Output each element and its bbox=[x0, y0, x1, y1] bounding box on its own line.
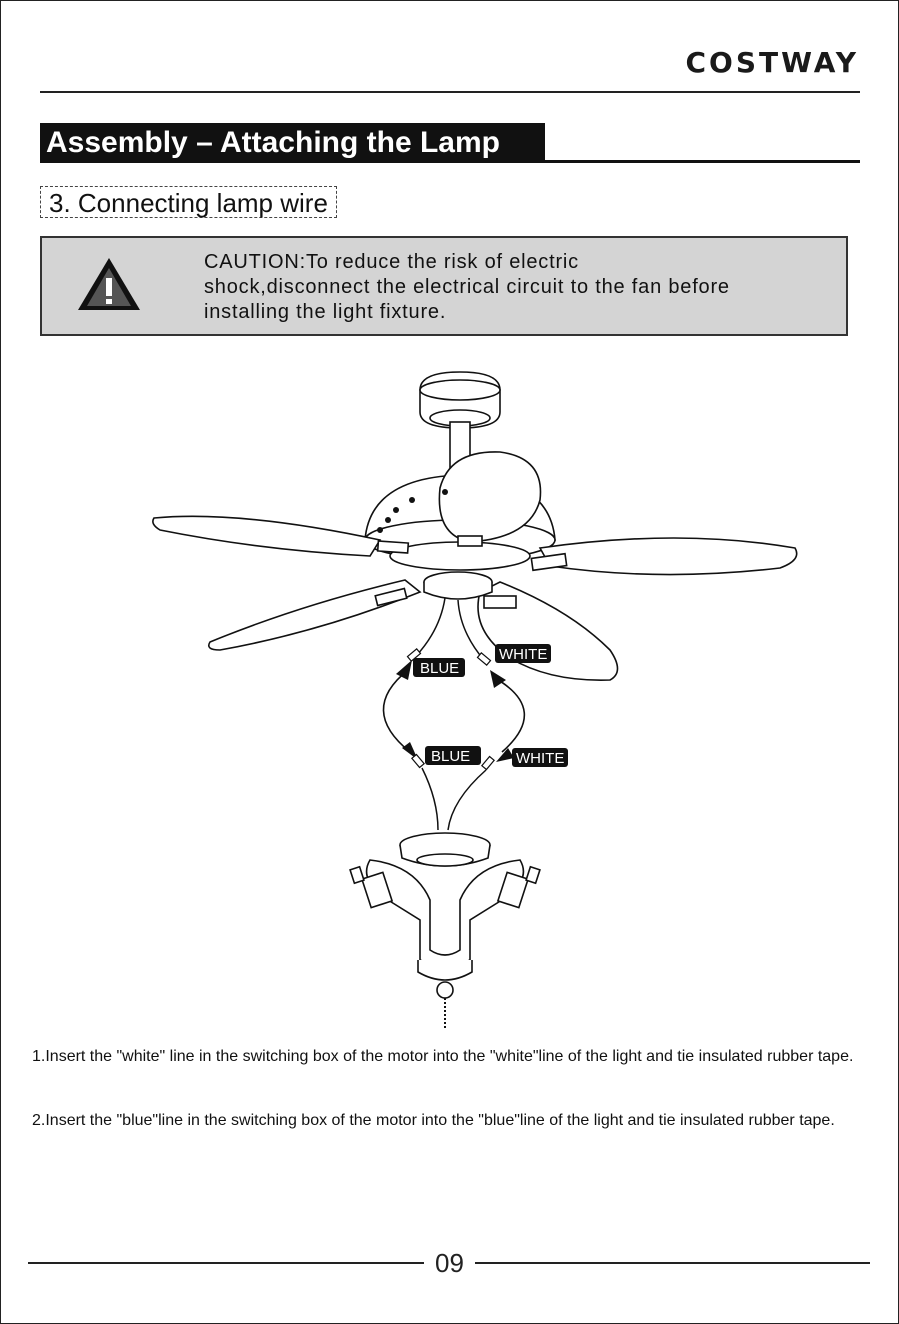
caution-text: CAUTION:To reduce the risk of electric s… bbox=[204, 251, 730, 323]
footer-rule-right bbox=[475, 1262, 870, 1264]
fan-white-label: WHITE bbox=[499, 646, 547, 663]
caution-box: CAUTION:To reduce the risk of electric s… bbox=[40, 236, 848, 336]
fan-blue-label: BLUE bbox=[420, 660, 459, 677]
step-heading: 3. Connecting lamp wire bbox=[40, 186, 337, 218]
page-number: 09 bbox=[435, 1248, 464, 1278]
fan-light-wiring-diagram: BLUE WHITE BLUE WHITE bbox=[152, 371, 798, 1028]
instruction-1: 1.Insert the "white" line in the switchi… bbox=[32, 1048, 854, 1065]
instruction-2: 2.Insert the "blue"line in the switching… bbox=[32, 1112, 835, 1129]
footer-rule-left bbox=[28, 1262, 424, 1264]
header-rule bbox=[40, 91, 860, 93]
section-rule bbox=[545, 160, 860, 163]
section-title-bar bbox=[40, 123, 545, 163]
section-title: Assembly – Attaching the Lamp bbox=[46, 126, 500, 159]
light-white-label: WHITE bbox=[516, 750, 564, 767]
brand-logo: COSTWAY bbox=[685, 46, 859, 79]
light-blue-label: BLUE bbox=[431, 748, 470, 765]
warning-triangle-icon bbox=[78, 258, 140, 310]
